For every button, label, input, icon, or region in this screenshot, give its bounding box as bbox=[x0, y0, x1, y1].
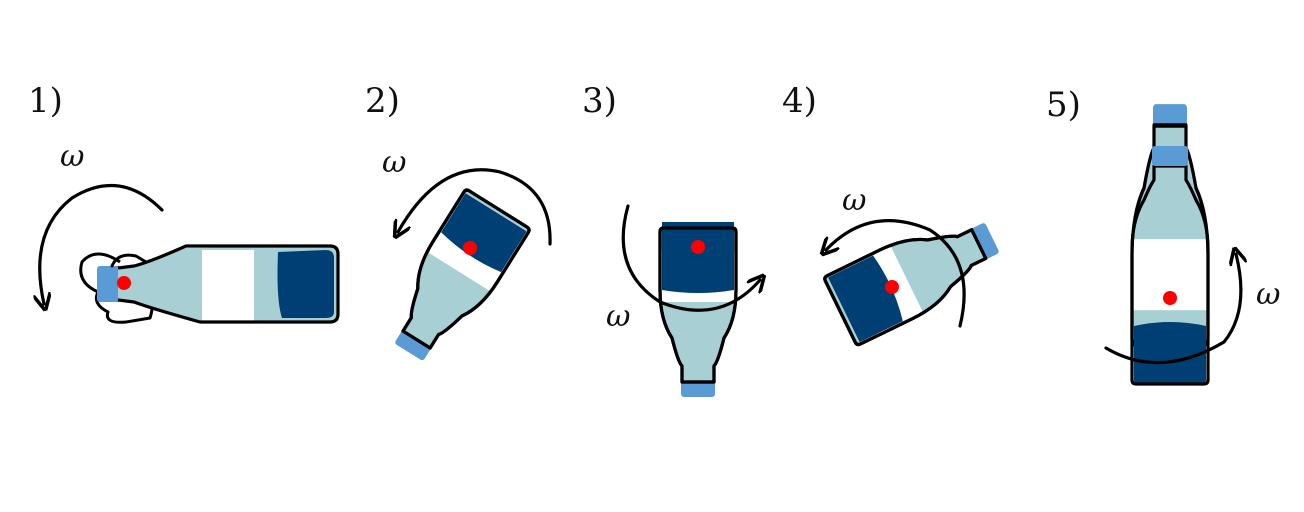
bottle-2 bbox=[375, 186, 533, 373]
step-3-label: 3) bbox=[582, 81, 617, 121]
bottle-5-water bbox=[1134, 322, 1206, 384]
center-of-mass-dot bbox=[691, 240, 705, 254]
rotation-arrow-5 bbox=[1104, 254, 1241, 365]
step-4: 4) ω bbox=[782, 81, 1010, 348]
omega-label-2: ω bbox=[382, 145, 406, 180]
step-3: 3) ω bbox=[582, 81, 760, 397]
step-4-label: 4) bbox=[782, 81, 817, 121]
rotation-arrow-1 bbox=[40, 184, 164, 305]
center-of-mass-dot bbox=[885, 280, 899, 294]
bottle-4 bbox=[821, 202, 1010, 349]
omega-label-1: ω bbox=[60, 139, 84, 174]
rotation-arrow-2 bbox=[398, 168, 552, 246]
rotation-arrow-4 bbox=[826, 219, 966, 328]
step-1-label: 1) bbox=[28, 81, 63, 121]
center-of-mass-dot bbox=[117, 276, 131, 290]
omega-label-4: ω bbox=[842, 183, 866, 218]
step-5-label: 5) bbox=[1046, 85, 1081, 125]
step-1: 1) ω bbox=[28, 81, 340, 324]
center-of-mass-dot bbox=[1163, 291, 1177, 305]
omega-label-5: ω bbox=[1256, 277, 1280, 312]
center-of-mass-dot bbox=[463, 241, 477, 255]
step-5: 5) ω bbox=[1046, 85, 1280, 386]
step-2: 2) ω bbox=[365, 81, 552, 373]
rotation-arrow-3 bbox=[621, 204, 760, 312]
step-2-label: 2) bbox=[365, 81, 400, 121]
bottle-5 bbox=[1130, 104, 1210, 347]
bottle-1 bbox=[97, 244, 340, 324]
bottle-cap bbox=[1152, 146, 1188, 166]
omega-label-3: ω bbox=[606, 299, 630, 334]
bottle-3 bbox=[658, 222, 738, 397]
